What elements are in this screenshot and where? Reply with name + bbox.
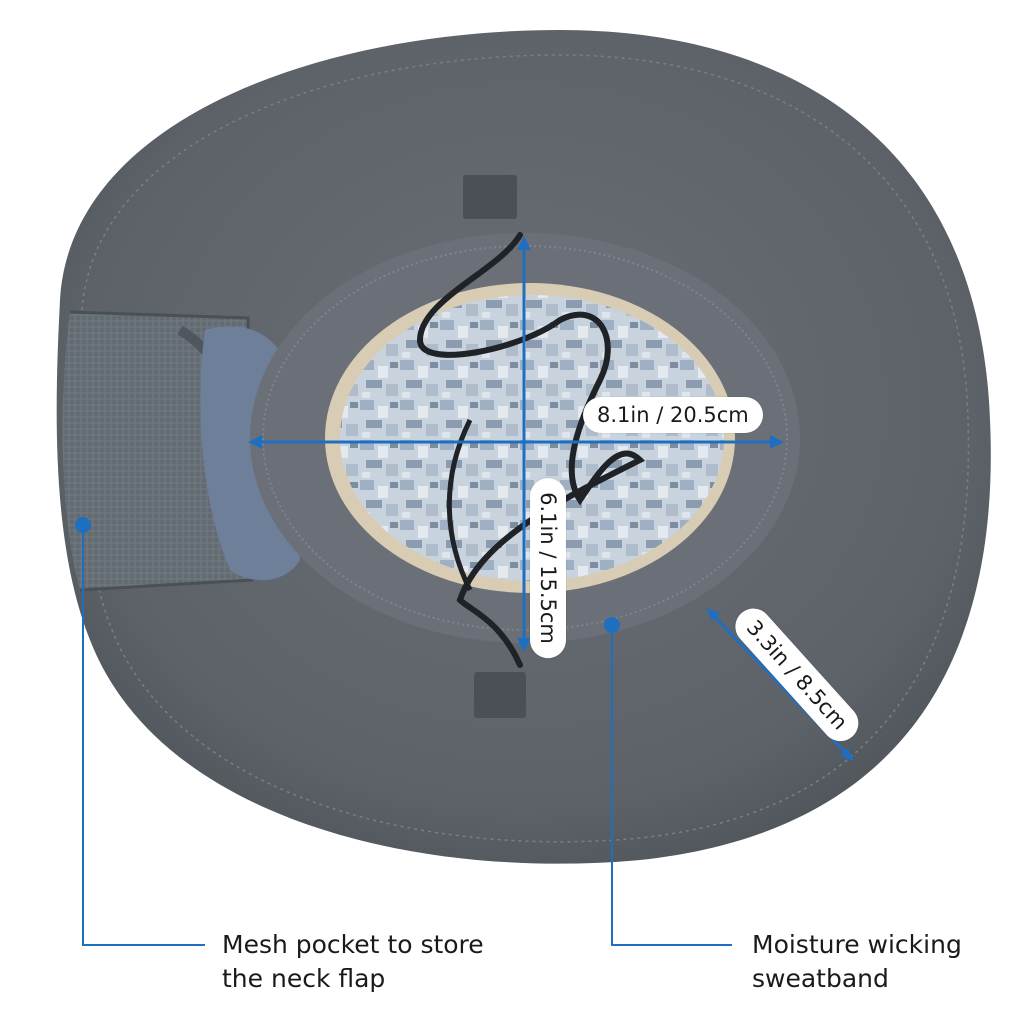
mesh-callout-leader [75,517,205,946]
width-arrow [248,435,784,449]
mesh-pocket-callout: Mesh pocket to store the neck flap [222,928,484,996]
mesh-pocket-callout-line1: Mesh pocket to store [222,930,484,959]
sweatband-callout-line1: Moisture wicking [752,930,962,959]
chin-strap [416,232,646,668]
velcro-tab-top [463,175,517,219]
sweatband-callout-leader [604,617,732,946]
sweatband-callout-line2: sweatband [752,964,889,993]
velcro-tab-bottom [474,672,526,718]
height-arrow [517,236,531,652]
sweatband-callout: Moisture wicking sweatband [752,928,962,996]
crown-lining [325,283,735,593]
height-measurement-label: 6.1in / 15.5cm [530,478,566,658]
mesh-pocket-callout-line2: the neck flap [222,964,386,993]
width-measurement-label: 8.1in / 20.5cm [583,397,763,433]
